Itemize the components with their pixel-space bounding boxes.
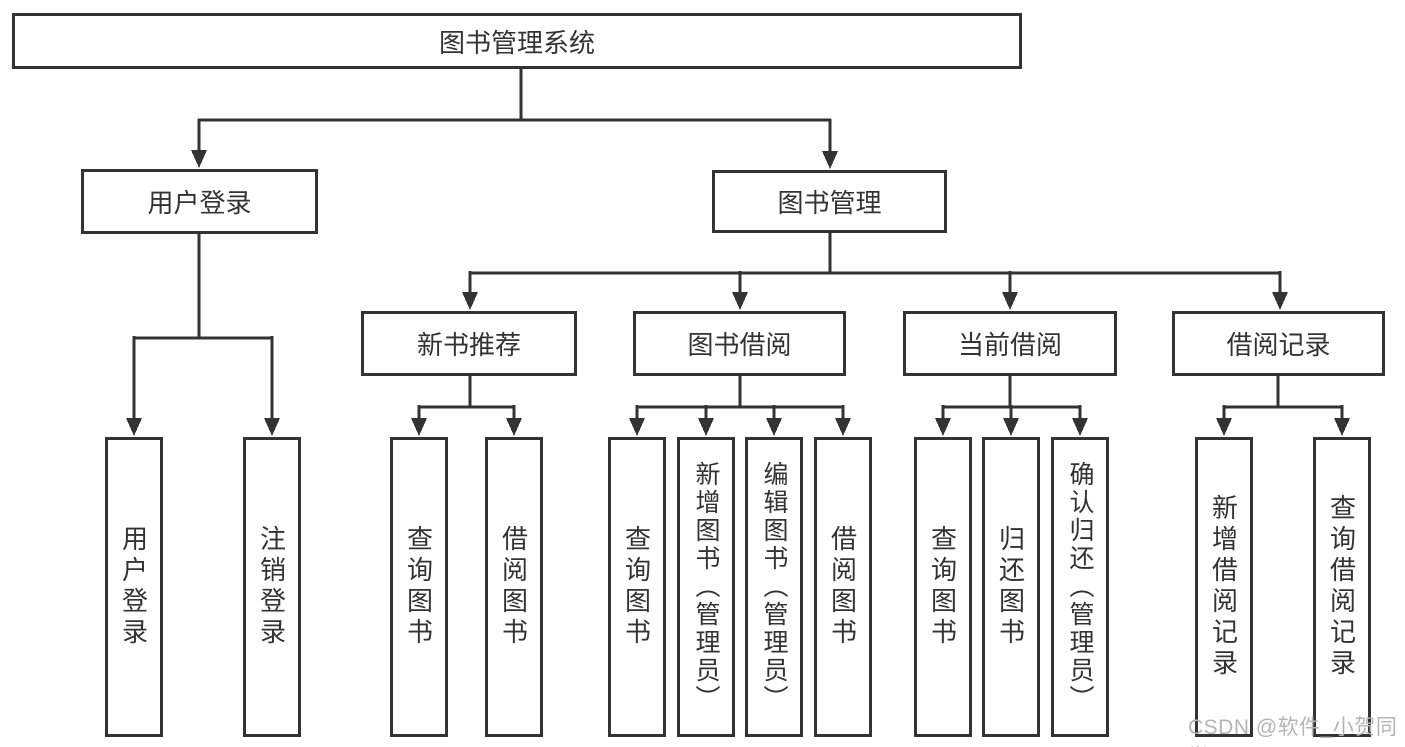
- connector-new-book-children: [411, 376, 522, 436]
- node-library-system: 图书管理系统: [12, 13, 1022, 69]
- leaf-borrow-books-recommend: 借阅图书: [485, 437, 543, 737]
- leaf-add-borrow-record: 新增借阅记录: [1195, 437, 1253, 737]
- node-book-management-branch: 图书管理: [712, 170, 947, 233]
- connector-current-borrow-children: [935, 376, 1088, 436]
- leaf-user-login: 用户登录: [105, 437, 163, 737]
- leaf-query-books-current: 查询图书: [914, 437, 972, 737]
- leaf-query-borrow-record: 查询借阅记录: [1313, 437, 1371, 737]
- connector-book-borrow-children: [629, 376, 851, 436]
- leaf-return-books: 归还图书: [982, 437, 1040, 737]
- leaf-query-books-borrow: 查询图书: [608, 437, 666, 737]
- node-user-login-branch: 用户登录: [81, 169, 318, 234]
- leaf-confirm-return-admin: 确认归还（管理员）: [1051, 437, 1109, 737]
- connector-borrow-record-children: [1216, 376, 1350, 436]
- connector-root-to-level2: [191, 68, 838, 169]
- leaf-edit-books-admin: 编辑图书（管理员）: [745, 437, 803, 737]
- node-new-book-recommend: 新书推荐: [361, 311, 577, 376]
- leaf-add-books-admin: 新增图书（管理员）: [677, 437, 735, 737]
- node-book-borrow: 图书借阅: [633, 311, 846, 376]
- node-borrow-records: 借阅记录: [1172, 311, 1385, 376]
- node-current-borrow: 当前借阅: [903, 311, 1117, 376]
- connector-user-login-children: [126, 234, 280, 436]
- leaf-logout: 注销登录: [243, 437, 301, 737]
- leaf-borrow-books: 借阅图书: [814, 437, 872, 737]
- csdn-watermark: CSDN @软件_小贺同学: [1188, 716, 1398, 747]
- leaf-query-books-recommend: 查询图书: [390, 437, 448, 737]
- connector-book-mgmt-children: [462, 233, 1288, 310]
